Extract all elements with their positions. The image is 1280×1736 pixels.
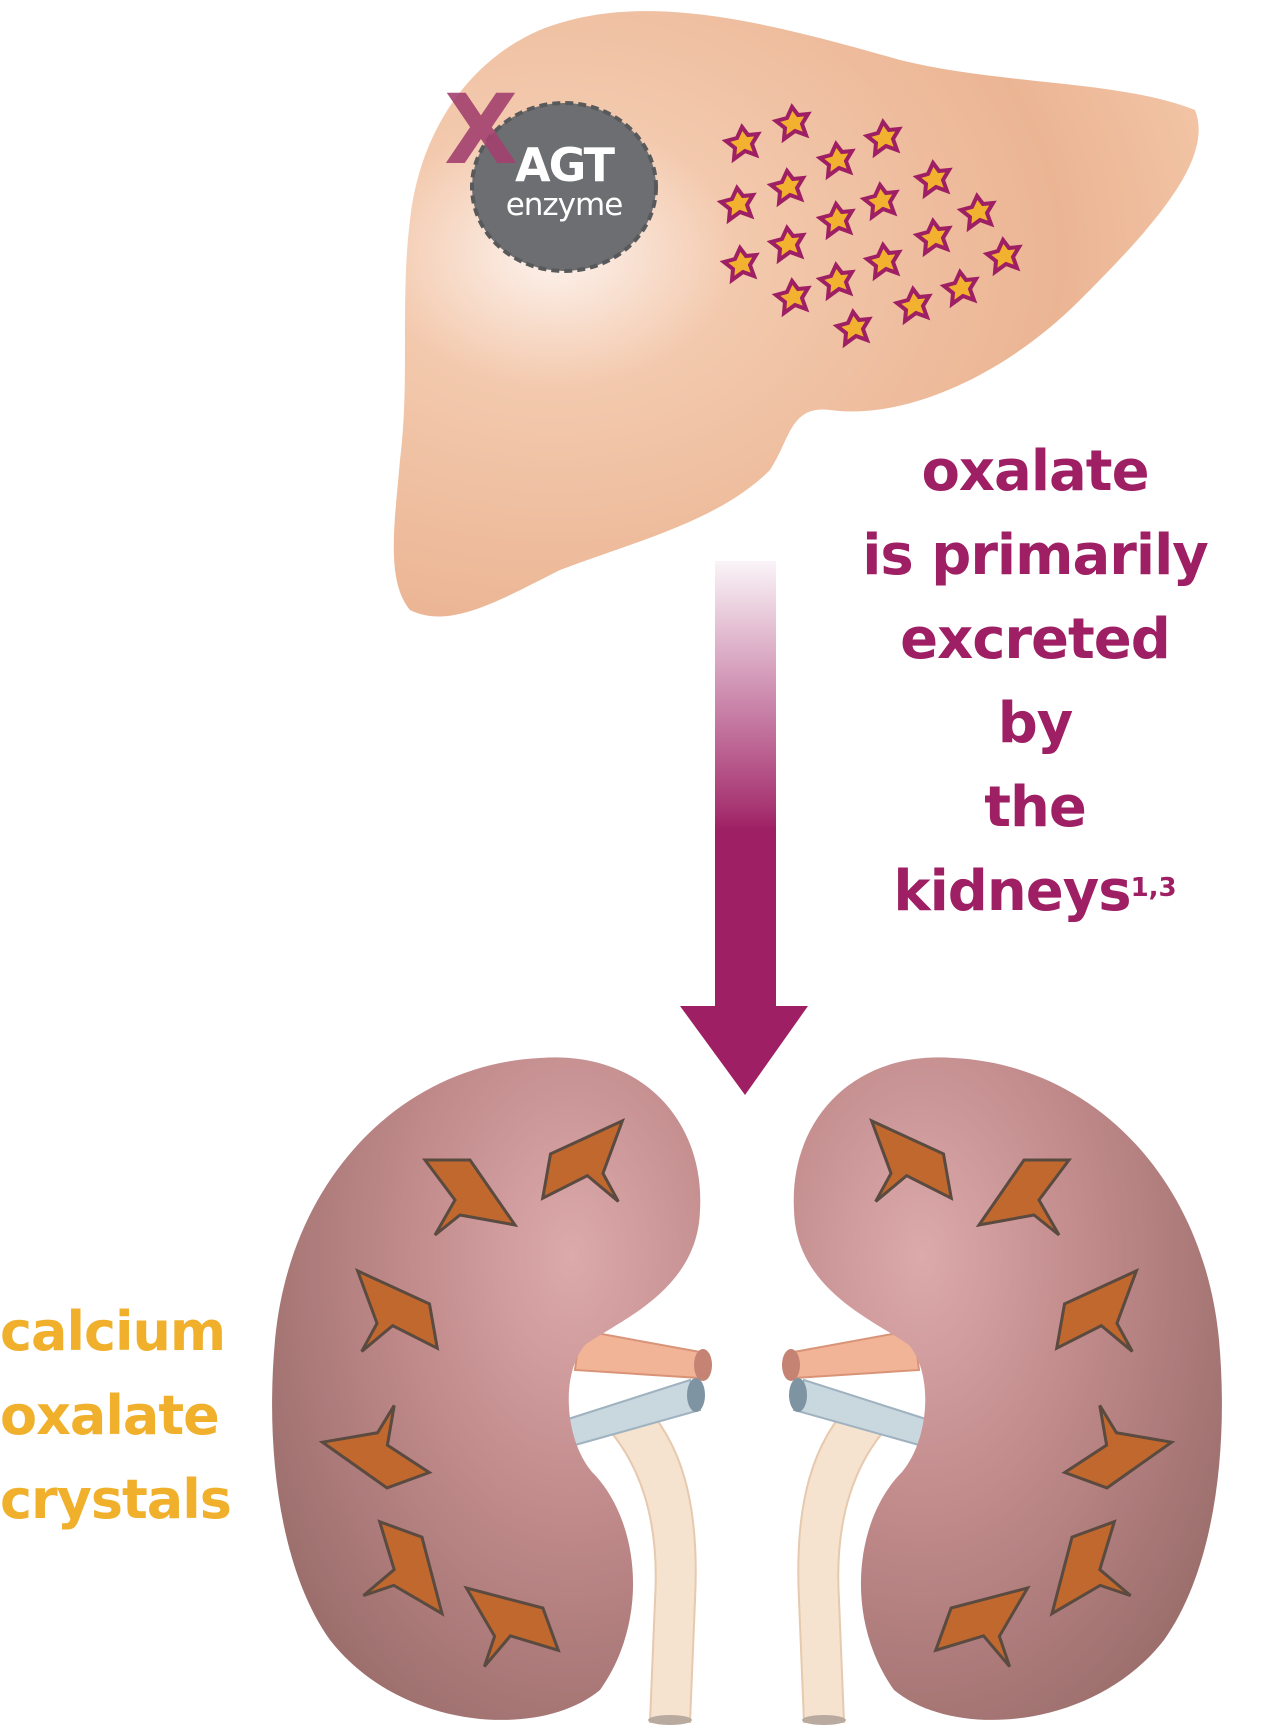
crystal-label: calcium oxalate crystals	[0, 1290, 232, 1542]
excretion-line: oxalate	[921, 439, 1149, 504]
agt-text: AGT	[515, 138, 615, 192]
crystal-line: calcium	[0, 1300, 226, 1363]
excretion-label: oxalate is primarily excreted by the kid…	[860, 430, 1210, 934]
missing-enzyme-x-mark: X	[444, 74, 519, 186]
reference-superscript: 1,3	[1130, 873, 1177, 903]
excretion-line-text: the kidneys	[893, 775, 1131, 924]
excretion-line: excreted by	[900, 607, 1171, 756]
crystal-line: crystals	[0, 1468, 232, 1531]
agt-enzyme-label: AGT enzyme	[470, 142, 658, 222]
crystal-line: oxalate	[0, 1384, 220, 1447]
left-kidney	[272, 1057, 712, 1725]
liver	[393, 11, 1199, 617]
right-kidney	[782, 1057, 1222, 1725]
excretion-line: the kidneys1,3	[860, 766, 1210, 934]
excretion-line: is primarily	[862, 523, 1209, 588]
agt-enzyme-circle	[470, 101, 658, 273]
enzyme-text: enzyme	[505, 187, 624, 223]
excretion-arrow	[680, 561, 808, 1095]
